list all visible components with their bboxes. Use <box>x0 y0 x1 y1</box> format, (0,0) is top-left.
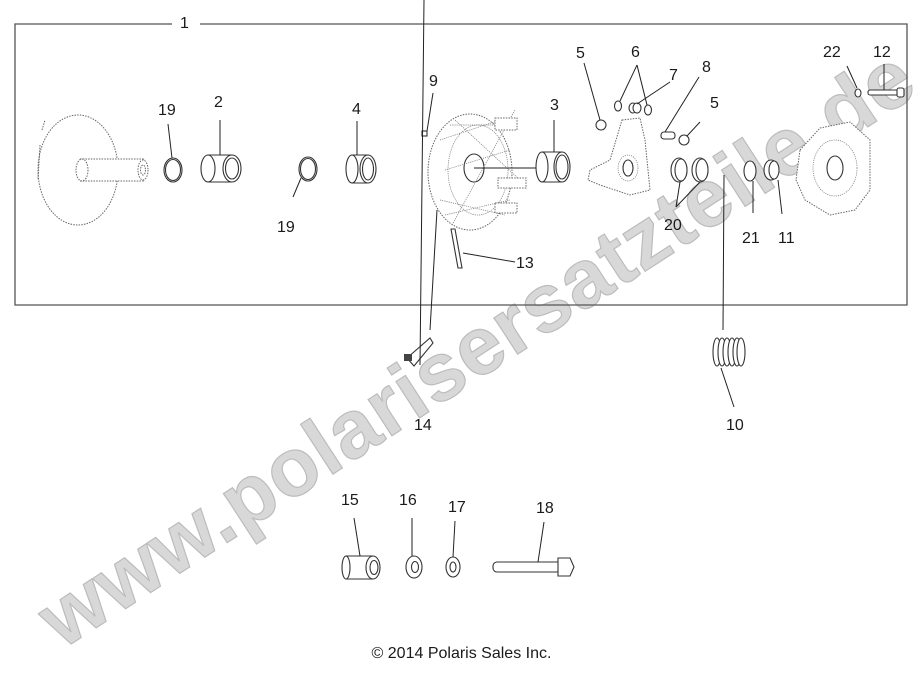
nut-9[interactable] <box>421 130 428 137</box>
pin-13[interactable] <box>450 228 463 269</box>
callout-1: 1 <box>180 15 189 32</box>
pin-8[interactable] <box>660 131 676 140</box>
o-ring-19-b[interactable] <box>298 156 318 182</box>
callout-8: 8 <box>702 59 711 76</box>
callout-16: 16 <box>399 492 417 509</box>
stationary-sheave[interactable] <box>37 114 149 226</box>
moveable-sheave[interactable] <box>427 109 539 231</box>
bushing-4[interactable] <box>345 154 377 184</box>
copyright-notice: © 2014 Polaris Sales Inc. <box>371 645 552 662</box>
callout-20: 20 <box>664 217 682 234</box>
washer-17[interactable] <box>445 556 461 578</box>
callout-19a: 19 <box>158 102 176 119</box>
retaining-ring-21[interactable] <box>743 160 757 182</box>
callout-4: 4 <box>352 101 361 118</box>
callout-14: 14 <box>414 417 432 434</box>
bushing-2[interactable] <box>200 154 242 183</box>
callout-19b: 19 <box>277 219 295 236</box>
bushing-3[interactable] <box>535 151 571 183</box>
washer-22[interactable] <box>854 88 862 98</box>
spacer-15[interactable] <box>341 555 381 580</box>
callout-11: 11 <box>778 230 795 247</box>
spring-10[interactable] <box>712 337 746 367</box>
spider[interactable] <box>587 117 651 196</box>
bolt-18[interactable] <box>492 557 575 577</box>
o-ring-19-a[interactable] <box>163 157 183 183</box>
washer-16[interactable] <box>405 555 423 579</box>
callout-5b: 5 <box>710 95 719 112</box>
callout-6: 6 <box>631 44 640 61</box>
leader-lines <box>167 0 885 563</box>
callout-12: 12 <box>873 44 891 61</box>
callout-15: 15 <box>341 492 359 509</box>
callout-7: 7 <box>669 67 678 84</box>
screw-12[interactable] <box>867 87 905 98</box>
bushing-20-b[interactable] <box>691 157 709 183</box>
callout-17: 17 <box>448 499 466 516</box>
roller-5-b[interactable] <box>678 134 690 146</box>
callout-10: 10 <box>726 417 744 434</box>
callout-labels: 1 19 2 4 19 9 3 5 6 7 8 5 22 12 20 21 11… <box>158 15 891 517</box>
callout-3: 3 <box>550 97 559 114</box>
callout-22: 22 <box>823 44 841 61</box>
bushing-20-a[interactable] <box>670 157 688 183</box>
callout-2: 2 <box>214 94 223 111</box>
callout-18: 18 <box>536 500 554 517</box>
callout-9: 9 <box>429 73 438 90</box>
callout-13: 13 <box>516 255 534 272</box>
assembly-frame <box>14 23 908 306</box>
callout-21: 21 <box>742 230 760 247</box>
bushing-11[interactable] <box>763 159 780 181</box>
washer-6-a[interactable] <box>613 100 623 112</box>
clutch-cover[interactable] <box>795 121 871 216</box>
bushing-7[interactable] <box>628 102 642 114</box>
callout-5a: 5 <box>576 45 585 62</box>
roller-5-a[interactable] <box>595 119 607 131</box>
washer-6-b[interactable] <box>643 104 653 116</box>
